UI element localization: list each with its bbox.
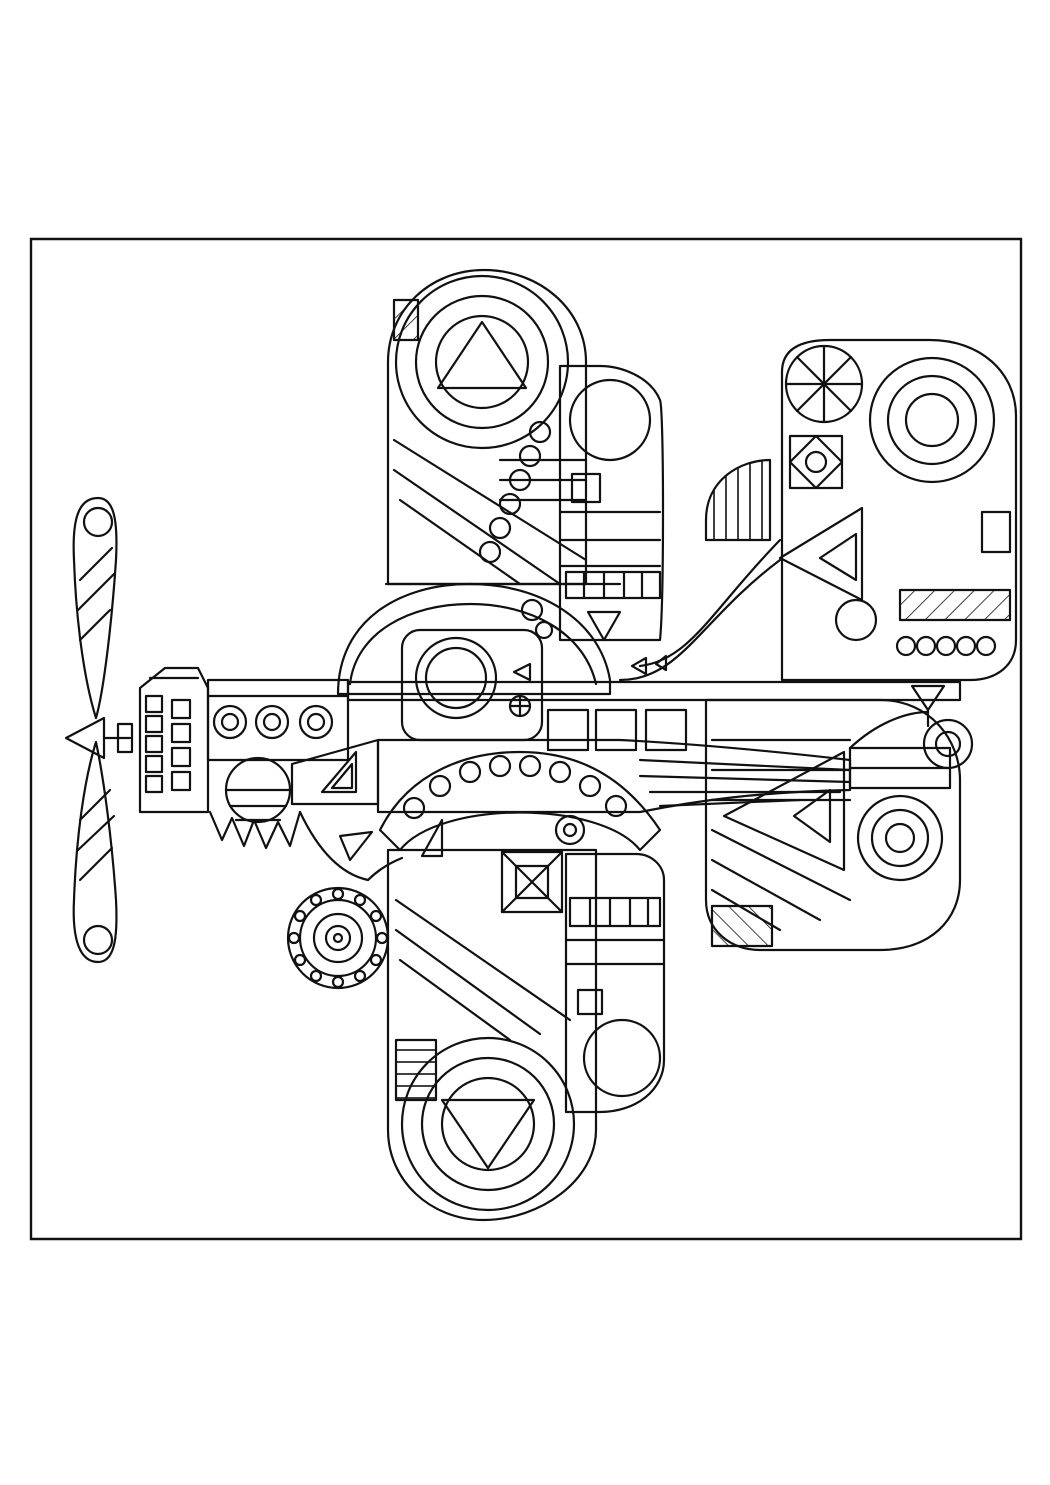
nose-cone [140,668,208,812]
upper-wing-tip [560,366,663,640]
propeller [66,498,132,962]
engine-block [208,680,378,880]
lower-wing-tip [566,854,664,1112]
lower-wing [380,752,660,1220]
upper-wing [388,270,586,584]
cockpit [338,584,610,740]
frame-border [31,239,1021,1239]
window-row [386,584,620,638]
upper-tailplane [620,340,1016,680]
landing-wheel [288,858,402,988]
tail-fin [850,686,972,768]
lower-tailplane [706,700,960,950]
